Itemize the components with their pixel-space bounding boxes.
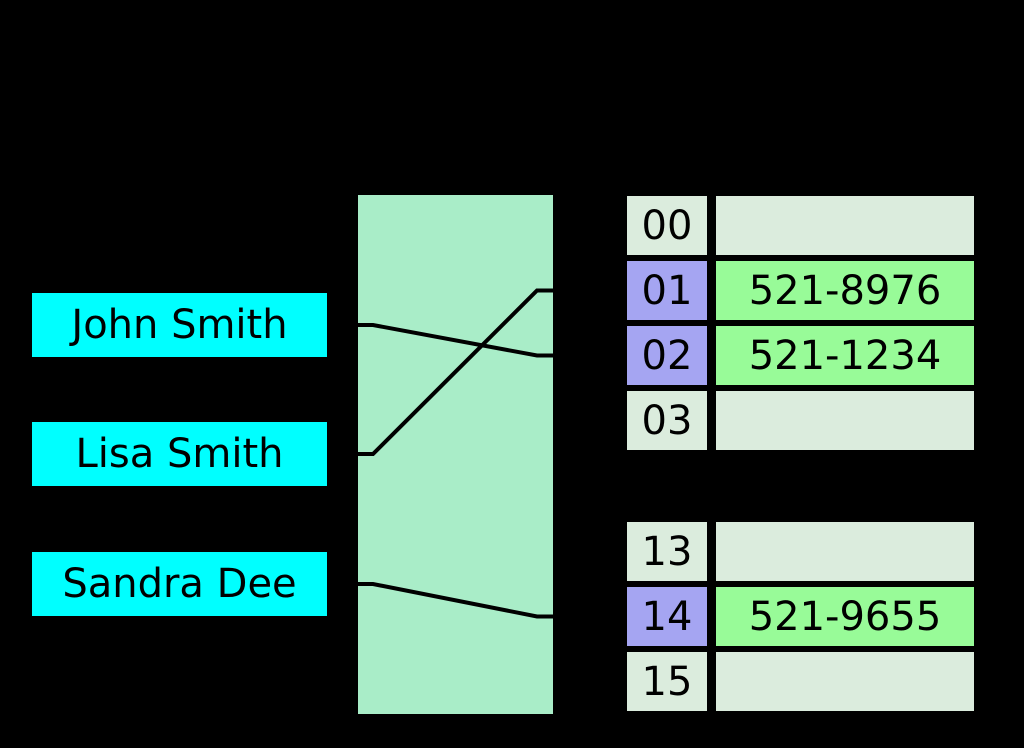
bucket-value-cell	[716, 652, 974, 711]
bucket-row-13: 13	[627, 522, 974, 581]
bucket-row-01: 01 521-8976	[627, 261, 974, 320]
bucket-index-cell: 00	[627, 196, 707, 255]
bucket-value-cell	[716, 522, 974, 581]
bucket-row-02: 02 521-1234	[627, 326, 974, 385]
bucket-row-00: 00	[627, 196, 974, 255]
bucket-row-03: 03	[627, 391, 974, 450]
bucket-index-cell: 02	[627, 326, 707, 385]
key-box-lisa-smith: Lisa Smith	[32, 422, 327, 486]
bucket-value-cell: 521-9655	[716, 587, 974, 646]
bucket-value-cell: 521-1234	[716, 326, 974, 385]
bucket-index-cell: 15	[627, 652, 707, 711]
bucket-index-cell: 13	[627, 522, 707, 581]
bucket-index-cell: 14	[627, 587, 707, 646]
bucket-row-15: 15	[627, 652, 974, 711]
bucket-index-cell: 03	[627, 391, 707, 450]
key-box-sandra-dee: Sandra Dee	[32, 552, 327, 616]
bucket-value-cell: 521-8976	[716, 261, 974, 320]
bucket-index-cell: 01	[627, 261, 707, 320]
bucket-value-cell	[716, 196, 974, 255]
bucket-value-cell	[716, 391, 974, 450]
key-box-john-smith: John Smith	[32, 293, 327, 357]
bucket-row-14: 14 521-9655	[627, 587, 974, 646]
hash-function-box	[358, 195, 553, 714]
